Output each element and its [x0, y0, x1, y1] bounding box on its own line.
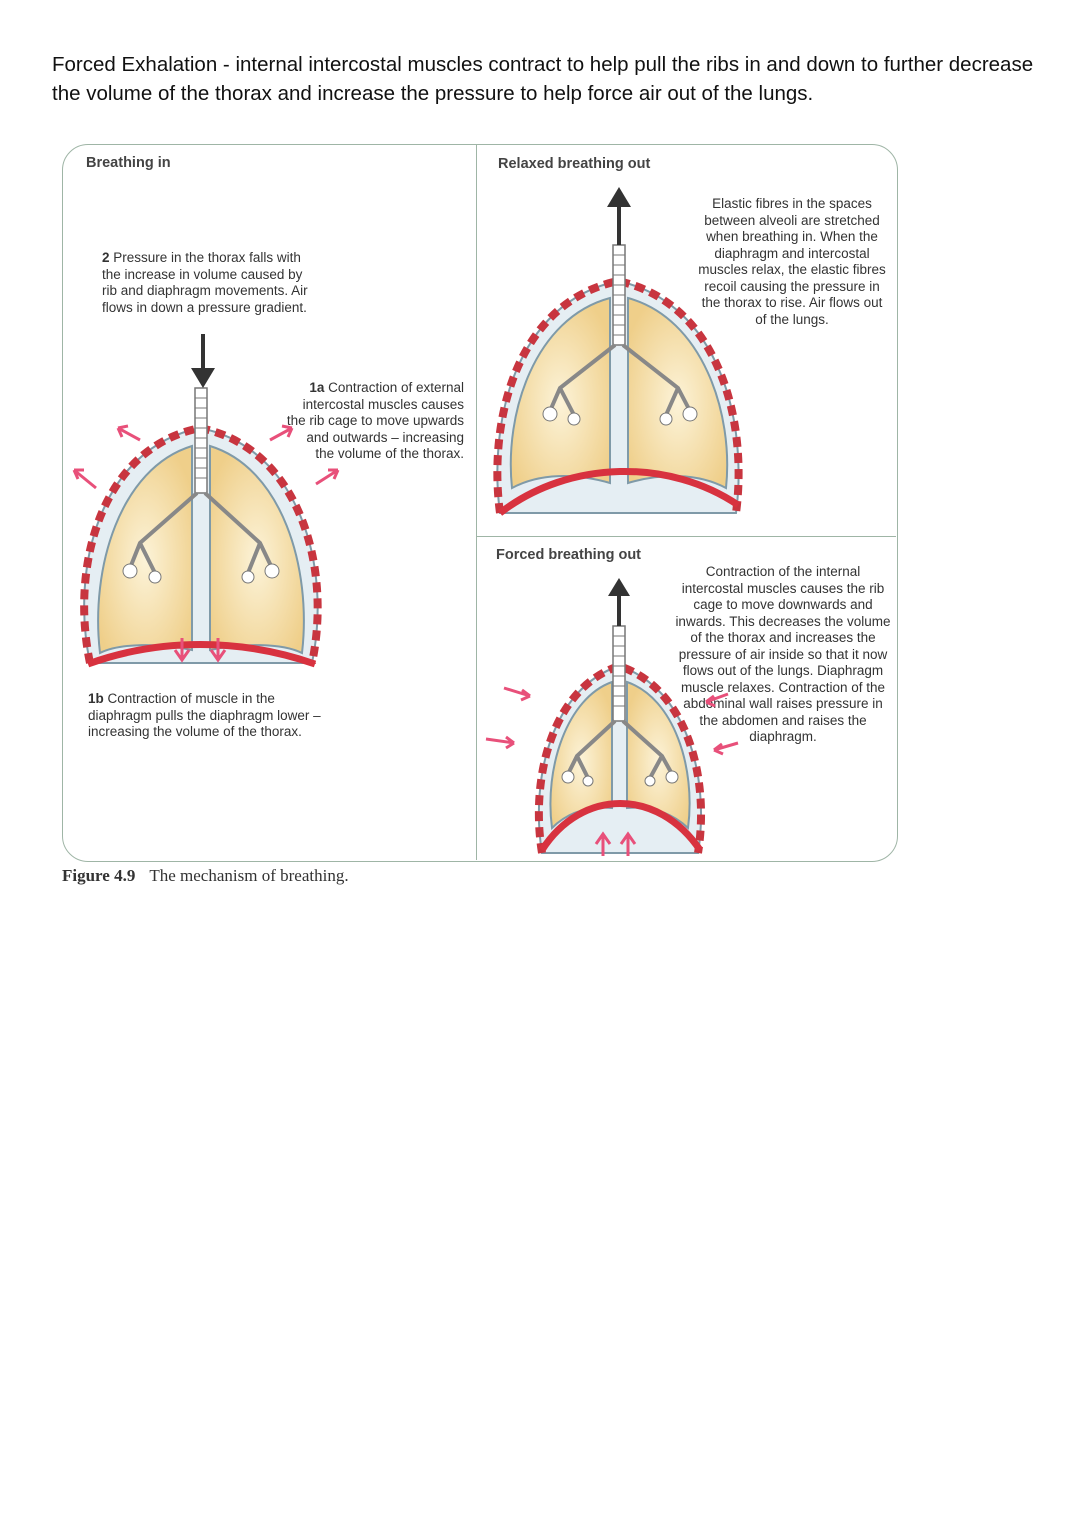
note-forced-out: Contraction of the internal intercostal …	[675, 564, 891, 744]
trachea-forced	[612, 625, 626, 722]
intercostal-muscles-relaxed	[493, 276, 743, 514]
arrow-rib-out-right-lower	[315, 468, 340, 486]
arrow-diaphragm-down-right	[209, 638, 227, 663]
note-1b: 1b Contraction of muscle in the diaphrag…	[88, 691, 328, 741]
diaphragm	[86, 641, 317, 668]
bronchi-forced	[566, 719, 674, 779]
figure-caption: Figure 4.9 The mechanism of breathing.	[62, 866, 349, 886]
note-2-text: Pressure in the thorax falls with the in…	[102, 250, 308, 315]
arrow-rib-in-right-lower	[713, 741, 739, 756]
note-relaxed-out: Elastic fibres in the spaces between alv…	[698, 196, 886, 327]
figure-caption-label: Figure 4.9	[62, 866, 136, 885]
arrow-diaphragm-down-left	[173, 638, 191, 663]
trachea	[194, 387, 208, 494]
panel-divider-horizontal	[476, 536, 896, 537]
arrow-rib-in-right-upper	[705, 692, 729, 708]
intercostal-muscles-forced	[534, 661, 705, 854]
bronchi	[128, 491, 274, 574]
note-1b-number: 1b	[88, 691, 104, 706]
left-lung-forced	[549, 680, 613, 831]
lung-diagram-forced-out	[485, 578, 739, 856]
note-2: 2 Pressure in the thorax falls with the …	[102, 250, 317, 316]
lung-diagram-relaxed-out	[493, 187, 743, 516]
bronchi-relaxed	[548, 343, 692, 416]
note-1a-text: Contraction of external intercostal musc…	[286, 380, 464, 461]
arrow-diaphragm-up-right	[619, 831, 637, 856]
note-1a: 1a Contraction of external intercostal m…	[284, 380, 464, 463]
diaphragm-forced	[539, 800, 703, 852]
intro-text: Forced Exhalation - internal intercostal…	[52, 53, 1034, 105]
note-1b-text: Contraction of muscle in the diaphragm p…	[88, 691, 321, 739]
arrow-rib-out-right-upper	[269, 424, 294, 442]
breathing-figure: Breathing in Relaxed breathing out Force…	[52, 128, 902, 903]
arrow-rib-out-left-upper	[116, 424, 141, 442]
panel-divider-vertical	[476, 144, 477, 860]
figure-caption-text: The mechanism of breathing.	[149, 866, 349, 885]
lung-diagram-breathing-in	[72, 334, 340, 668]
panel-title-forced-out: Forced breathing out	[496, 547, 641, 563]
arrow-rib-out-left-lower	[72, 468, 97, 490]
diaphragm-relaxed	[497, 467, 740, 516]
arrow-diaphragm-up-left	[594, 831, 612, 856]
note-2-number: 2	[102, 250, 110, 265]
panel-title-relaxed-out: Relaxed breathing out	[498, 156, 651, 172]
arrow-rib-in-left-upper	[503, 686, 531, 702]
panel-title-breathing-in: Breathing in	[86, 155, 171, 171]
note-1a-number: 1a	[309, 380, 325, 395]
arrow-rib-in-left-lower	[485, 735, 515, 750]
